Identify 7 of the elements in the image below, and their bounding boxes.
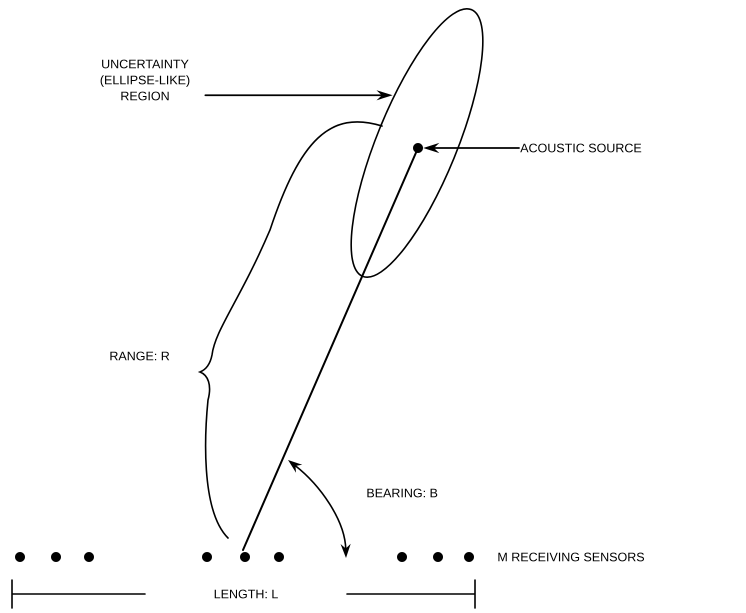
length-label: LENGTH: L	[214, 590, 278, 598]
source-dot	[413, 143, 423, 153]
bearing-label: BEARING: B	[367, 488, 438, 498]
region-label: UNCERTAINTY (ELLIPSE-LIKE) REGION	[100, 60, 190, 100]
sensors-label: M RECEIVING SENSORS	[498, 552, 644, 562]
source-label: ACOUSTIC SOURCE	[520, 144, 642, 152]
range-label: RANGE: R	[110, 352, 170, 360]
